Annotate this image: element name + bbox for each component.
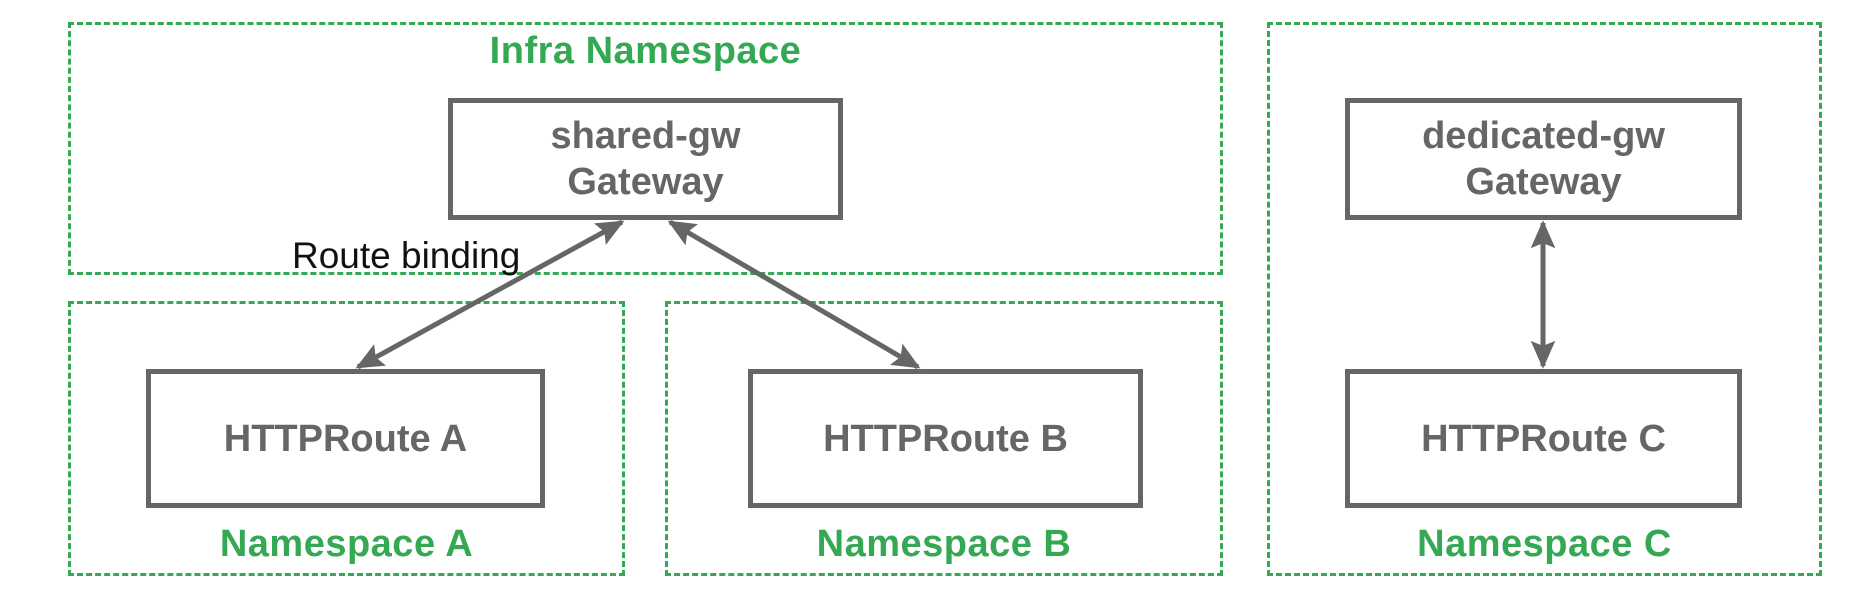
namespace-c-box: Namespace C (1267, 22, 1822, 576)
dedicated-gateway-name: dedicated-gw (1422, 115, 1665, 157)
shared-gateway-kind: Gateway (567, 161, 724, 203)
namespace-a-title: Namespace A (219, 523, 474, 565)
httproute-c-node: HTTPRoute C (1345, 369, 1742, 508)
shared-gateway-node: shared-gw Gateway (448, 98, 843, 220)
dedicated-gateway-kind: Gateway (1465, 161, 1622, 203)
namespace-c-title: Namespace C (1417, 523, 1672, 565)
httproute-b-label: HTTPRoute B (823, 417, 1068, 460)
namespace-b-title: Namespace B (816, 523, 1072, 565)
httproute-a-node: HTTPRoute A (146, 369, 545, 508)
namespace-b-box: Namespace B (665, 301, 1223, 576)
infra-namespace-box: Infra Namespace (68, 22, 1223, 275)
namespace-a-box: Namespace A (68, 301, 625, 576)
shared-gateway-name: shared-gw (550, 115, 741, 157)
infra-namespace-title: Infra Namespace (489, 30, 802, 72)
httproute-b-node: HTTPRoute B (748, 369, 1143, 508)
httproute-c-label: HTTPRoute C (1421, 417, 1666, 460)
dedicated-gateway-node: dedicated-gw Gateway (1345, 98, 1742, 220)
httproute-a-label: HTTPRoute A (223, 417, 468, 460)
route-binding-label: Route binding (292, 235, 521, 276)
